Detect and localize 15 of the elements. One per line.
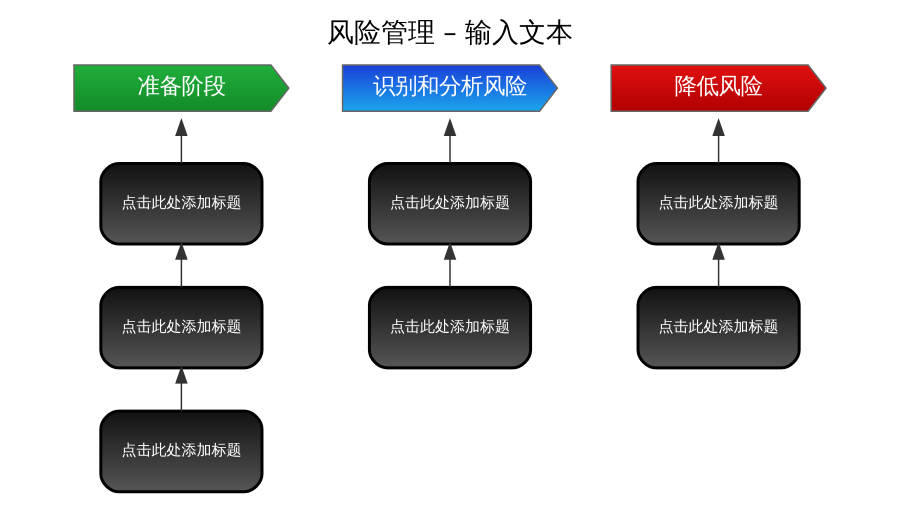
arrow (712, 118, 725, 163)
arrow (712, 242, 725, 288)
node-box: 点击此处添加标题 (99, 286, 264, 370)
node-box: 点击此处添加标题 (368, 162, 532, 246)
node-box: 点击此处添加标题 (636, 162, 801, 246)
arrow (175, 242, 188, 288)
arrow (444, 242, 456, 288)
arrow (175, 366, 188, 412)
arrow (175, 118, 188, 163)
diagram-title: 风险管理 – 输入文本 (326, 18, 574, 49)
node-box: 点击此处添加标题 (368, 286, 532, 370)
arrow (444, 118, 456, 163)
node-box: 点击此处添加标题 (99, 162, 264, 246)
node-box: 点击此处添加标题 (99, 410, 264, 494)
node-box: 点击此处添加标题 (636, 286, 801, 370)
